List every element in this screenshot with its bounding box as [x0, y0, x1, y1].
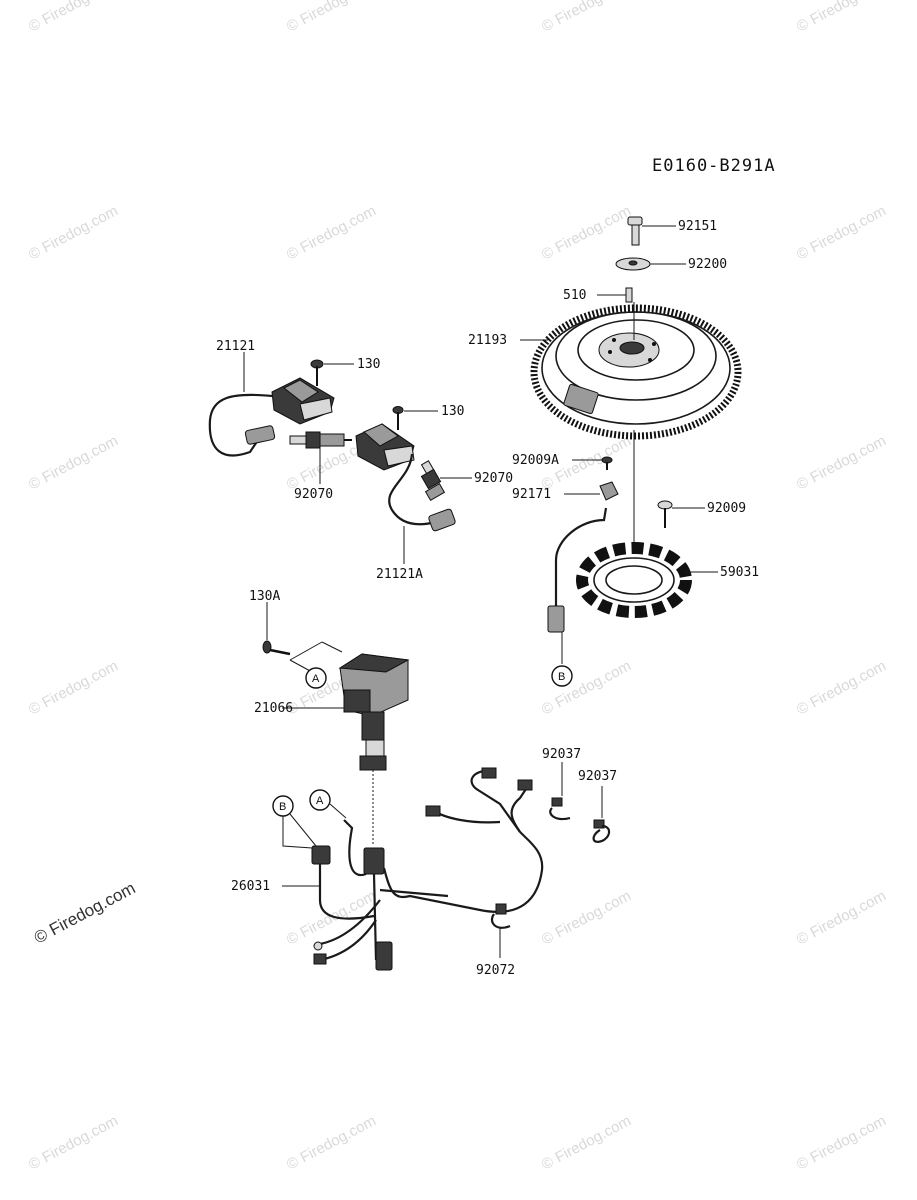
watermark-text: © Firedog.com [26, 1112, 121, 1173]
label-92009: 92009 [707, 501, 746, 516]
diagram-code: E0160-B291A [652, 156, 776, 176]
screw-130-top[interactable] [310, 359, 354, 386]
label-21121: 21121 [216, 339, 255, 354]
callout-b-stator [551, 665, 573, 687]
ignition-coil-21121A[interactable] [355, 423, 456, 532]
label-130A: 130A [249, 589, 280, 604]
label-21193: 21193 [468, 333, 507, 348]
screw-92009A[interactable] [572, 456, 613, 470]
clip-92072[interactable] [490, 913, 511, 958]
callout-a-harness-text: A [316, 795, 324, 807]
watermark-text: © Firedog.com [26, 657, 121, 718]
spark-plug-92070-right[interactable] [420, 460, 472, 502]
watermark-text: © Firedog.com [539, 1112, 634, 1173]
watermark-text: © Firedog.com [794, 657, 889, 718]
callout-b-harness-text: B [279, 801, 286, 813]
flywheel-21193[interactable] [530, 302, 742, 440]
label-26031: 26031 [231, 879, 270, 894]
watermark-text: © Firedog.com [539, 887, 634, 948]
label-92151: 92151 [678, 219, 717, 234]
watermark-text: © Firedog.com [794, 202, 889, 263]
watermark-text-prominent: © Firedog.com [31, 878, 139, 947]
label-92200: 92200 [688, 257, 727, 272]
label-510: 510 [563, 288, 586, 303]
callout-b-stator-text: B [558, 671, 565, 683]
washer-92200[interactable] [615, 257, 686, 271]
watermark-text: © Firedog.com [539, 657, 634, 718]
wire-harness-26031[interactable] [311, 767, 544, 971]
screw-130-mid[interactable] [392, 406, 438, 431]
label-92070-left: 92070 [294, 487, 333, 502]
label-92037-a: 92037 [542, 747, 581, 762]
watermark-text: © Firedog.com [26, 202, 121, 263]
label-92072: 92072 [476, 963, 515, 978]
watermark-text: © Firedog.com [539, 0, 634, 36]
label-130-mid: 130 [441, 404, 464, 419]
watermark-text: © Firedog.com [284, 0, 379, 36]
watermark-text: © Firedog.com [794, 432, 889, 493]
label-92009A: 92009A [512, 453, 559, 468]
watermark-text: © Firedog.com [26, 0, 121, 36]
screw-130A[interactable] [262, 602, 291, 656]
watermark-text: © Firedog.com [284, 1112, 379, 1173]
label-130-top: 130 [357, 357, 380, 372]
label-92070-right: 92070 [474, 471, 513, 486]
watermark-text: © Firedog.com [539, 202, 634, 263]
key-510[interactable] [597, 287, 633, 303]
label-92171: 92171 [512, 487, 551, 502]
regulator-21066[interactable] [338, 653, 410, 771]
clip-92037-b[interactable] [592, 786, 611, 843]
clip-92037-a[interactable] [549, 762, 571, 821]
label-59031: 59031 [720, 565, 759, 580]
label-92037-b: 92037 [578, 769, 617, 784]
callout-a-harness [309, 789, 331, 811]
label-21121A: 21121A [376, 567, 423, 582]
ignition-coil-21121[interactable] [208, 377, 335, 457]
bolt-92009[interactable] [657, 500, 705, 528]
stator-59031[interactable] [547, 507, 718, 633]
watermark-grid: © Firedog.com © Firedog.com © Firedog.co… [26, 0, 889, 1174]
clamp-92171[interactable] [564, 481, 619, 501]
watermark-text: © Firedog.com [794, 1112, 889, 1173]
callout-a-regulator-text: A [312, 673, 320, 685]
watermark-text: © Firedog.com [794, 887, 889, 948]
callout-a-regulator [305, 667, 327, 689]
bolt-92151[interactable] [627, 216, 676, 246]
spark-plug-92070-left[interactable] [289, 431, 352, 484]
watermark-text: © Firedog.com [26, 432, 121, 493]
label-21066: 21066 [254, 701, 293, 716]
watermark-text: © Firedog.com [284, 202, 379, 263]
watermark-text: © Firedog.com [794, 0, 889, 36]
